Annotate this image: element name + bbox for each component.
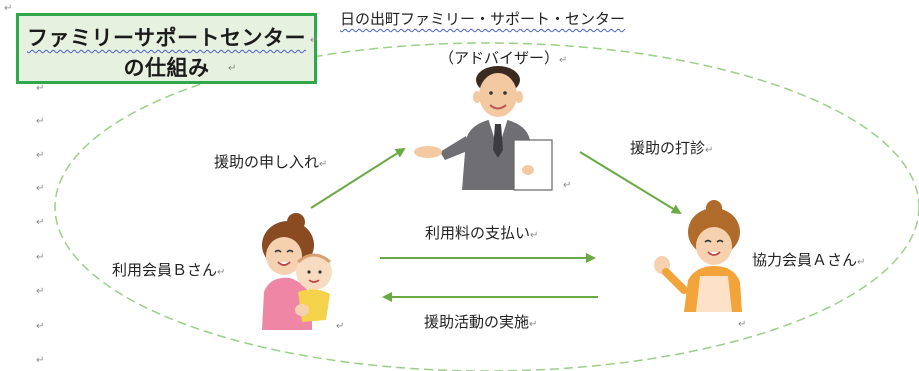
paragraph-mark: ↵	[529, 319, 538, 330]
paragraph-mark: ↵	[36, 355, 45, 366]
label-helper-member: 協力会員Ａさん↵	[752, 249, 865, 270]
paragraph-mark: ↵	[559, 55, 568, 66]
label-offer: 援助の打診↵	[630, 137, 713, 158]
label-user-member: 利用会員Ｂさん↵	[112, 259, 225, 280]
label-user-member-text: 利用会員Ｂさん	[112, 261, 218, 279]
paragraph-mark: ↵	[36, 252, 45, 263]
paragraph-mark: ↵	[4, 3, 13, 14]
paragraph-mark: ↵	[857, 257, 866, 268]
label-helper-member-text: 協力会員Ａさん	[752, 251, 858, 269]
paragraph-mark: ↵	[36, 116, 45, 127]
paragraph-mark: ↵	[563, 180, 572, 191]
center-name: 日の出町ファミリー・サポート・センター	[340, 8, 625, 29]
paragraph-mark: ↵	[310, 35, 319, 46]
arrow-request	[310, 147, 406, 209]
paragraph-mark: ↵	[36, 321, 45, 332]
center-role-text: （アドバイザー）	[439, 49, 560, 67]
arrow-offer	[579, 151, 682, 215]
paragraph-mark: ↵	[530, 230, 539, 241]
paragraph-mark: ↵	[36, 83, 45, 94]
center-name-text: 日の出町ファミリー・サポート・センター	[340, 10, 626, 28]
label-payment: 利用料の支払い↵	[425, 222, 538, 243]
paragraph-mark: ↵	[705, 145, 714, 156]
center-role: （アドバイザー）↵	[439, 47, 567, 68]
user-member-illustration	[262, 213, 332, 330]
flow-ellipse	[54, 42, 919, 371]
label-activity-text: 援助活動の実施	[424, 313, 530, 331]
paragraph-mark: ↵	[36, 150, 45, 161]
label-request-text: 援助の申し入れ	[214, 153, 320, 171]
helper-member-illustration	[654, 200, 742, 312]
label-offer-text: 援助の打診	[630, 139, 706, 157]
label-request: 援助の申し入れ↵	[214, 151, 327, 172]
paragraph-mark: ↵	[36, 183, 45, 194]
label-activity: 援助活動の実施↵	[424, 311, 537, 332]
title-box: ファミリーサポートセンター の仕組み	[16, 13, 317, 84]
adviser-illustration	[414, 66, 553, 191]
paragraph-mark: ↵	[336, 321, 345, 332]
paragraph-mark: ↵	[738, 319, 747, 330]
title-line-2: の仕組み	[123, 56, 210, 80]
paragraph-mark: ↵	[36, 217, 45, 228]
title-line-1: ファミリーサポートセンター	[26, 26, 307, 50]
paragraph-mark: ↵	[36, 286, 45, 297]
paragraph-mark: ↵	[319, 159, 328, 170]
paragraph-mark: ↵	[217, 267, 226, 278]
label-payment-text: 利用料の支払い	[425, 224, 531, 242]
paragraph-mark: ↵	[228, 63, 237, 74]
